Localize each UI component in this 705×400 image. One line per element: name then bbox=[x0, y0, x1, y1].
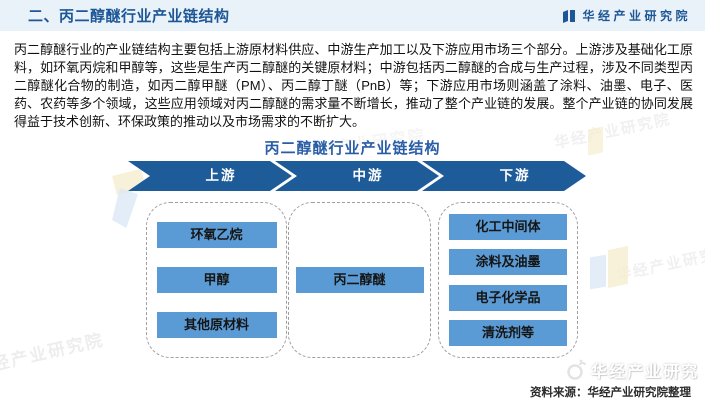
footer-watermark: 华经产业研究 bbox=[565, 358, 699, 382]
upstream-group: 环氧乙烷 甲醇 其他原材料 bbox=[146, 202, 287, 358]
downstream-item: 化工中间体 bbox=[449, 214, 567, 241]
source-note: 资料来源：华经产业研究院整理 bbox=[530, 387, 691, 399]
stage-arrow-midstream: 中游 bbox=[275, 161, 439, 191]
watermark-logo-shape bbox=[608, 245, 628, 289]
huajing-logo-icon bbox=[563, 9, 576, 23]
downstream-item: 清洗剂等 bbox=[449, 319, 567, 346]
watermark-logo-shape bbox=[590, 254, 606, 290]
upstream-item: 环氧乙烷 bbox=[156, 222, 277, 248]
downstream-item: 涂料及油墨 bbox=[449, 249, 567, 276]
intro-paragraph: 丙二醇醚行业的产业链结构主要包括上游原材料供应、中游生产加工以及下游应用市场三个… bbox=[14, 42, 693, 129]
watermark-text: 华经产业研究院 bbox=[614, 242, 705, 285]
midstream-group: 丙二醇醚 bbox=[288, 202, 431, 358]
spiral-watermark-icon bbox=[567, 359, 586, 380]
section-title: 二、丙二醇醚行业产业链结构 bbox=[28, 8, 230, 25]
watermark-logo-shape bbox=[112, 168, 146, 196]
diagram-title: 丙二醇醚行业产业链结构 bbox=[264, 140, 441, 157]
stage-arrow-upstream: 上游 bbox=[128, 161, 292, 191]
brand-logo: 华经产业研究院 bbox=[563, 7, 691, 24]
upstream-item: 甲醇 bbox=[156, 267, 277, 293]
watermark-text: 华经产业研究院 bbox=[0, 330, 106, 379]
footer-watermark-text: 华经产业研究 bbox=[590, 364, 699, 381]
stage-arrow-downstream: 下游 bbox=[422, 161, 586, 191]
downstream-group: 化工中间体 涂料及油墨 电子化学品 清洗剂等 bbox=[438, 202, 578, 358]
midstream-item: 丙二醇醚 bbox=[295, 267, 424, 293]
upstream-item: 其他原材料 bbox=[156, 312, 277, 338]
brand-name: 华经产业研究院 bbox=[582, 9, 691, 23]
page-header: 二、丙二醇醚行业产业链结构 华经产业研究院 bbox=[0, 0, 705, 31]
watermark-logo-shape bbox=[112, 188, 138, 228]
downstream-item: 电子化学品 bbox=[449, 284, 567, 311]
